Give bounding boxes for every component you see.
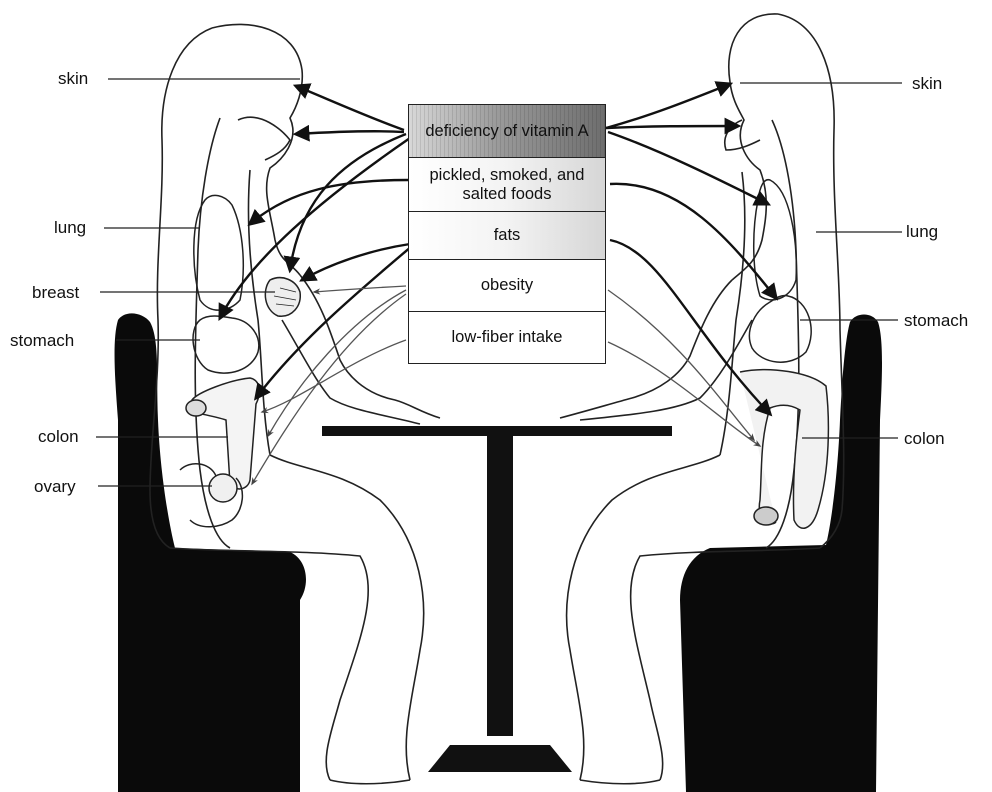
arrow-vitA-right-lung: [608, 132, 768, 204]
label-right-skin: skin: [912, 75, 942, 92]
label-left-lung: lung: [54, 219, 86, 236]
label-left-ovary: ovary: [34, 478, 76, 495]
left-ovary-shape: [209, 474, 237, 502]
arrow-vitA-left-lip: [296, 131, 404, 134]
factor-label: deficiency of vitamin A: [425, 122, 588, 141]
left-chair: [115, 313, 306, 792]
label-left-breast: breast: [32, 284, 79, 301]
left-colon-shape: [192, 378, 259, 489]
label-right-colon: colon: [904, 430, 945, 447]
arrow-pickled-left-lung: [250, 180, 408, 224]
factor-box-low-fiber: low-fiber intake: [408, 312, 606, 364]
right-stomach-shape: [749, 295, 811, 362]
factor-box-obesity: obesity: [408, 260, 606, 312]
arrow-obesity-left-ovary: [252, 294, 406, 484]
arrow-pickled-right-stomach: [610, 184, 776, 298]
table-base: [428, 745, 572, 772]
factor-label: obesity: [481, 276, 533, 295]
arrow-vitA-left-skin: [296, 86, 404, 130]
label-left-colon: colon: [38, 428, 79, 445]
left-stomach-shape: [193, 316, 259, 373]
factor-box-fats: fats: [408, 212, 606, 260]
table-stem: [487, 436, 513, 736]
right-organs: [740, 180, 828, 529]
arrow-vitA-right-lip: [606, 126, 738, 128]
factor-label: fats: [494, 226, 521, 245]
left-breast-shape: [265, 278, 300, 317]
factor-box-pickled-foods: pickled, smoked, and salted foods: [408, 158, 606, 212]
label-right-lung: lung: [906, 223, 938, 240]
table-top: [322, 426, 672, 436]
label-left-stomach: stomach: [10, 332, 74, 349]
label-left-skin: skin: [58, 70, 88, 87]
factor-box-vitamin-a: deficiency of vitamin A: [408, 104, 606, 158]
factor-label: pickled, smoked, and salted foods: [409, 166, 605, 204]
arrow-vitA-right-skin: [606, 84, 730, 128]
arrow-fats-right-colon: [610, 240, 770, 414]
factor-label: low-fiber intake: [452, 328, 563, 347]
label-right-stomach: stomach: [904, 312, 968, 329]
arrow-lowfiber-left-colon: [262, 340, 406, 412]
right-colon-shape: [740, 370, 828, 529]
right-lung-shape: [754, 180, 797, 300]
